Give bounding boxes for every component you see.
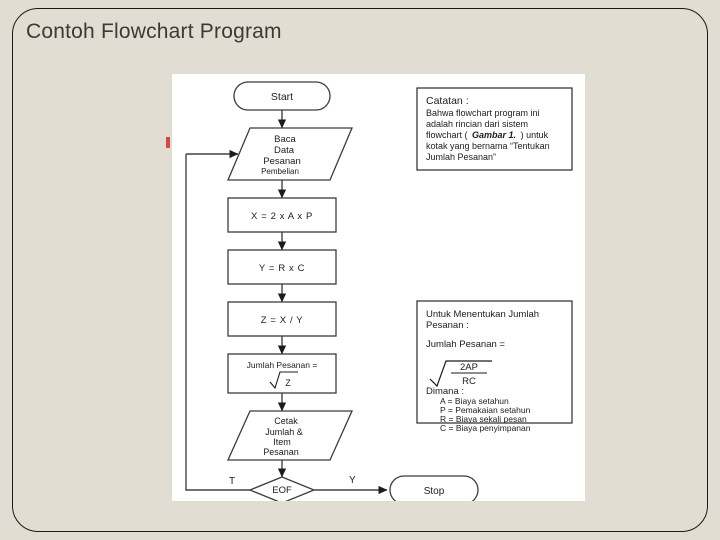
- node-stop-label: Stop: [424, 486, 445, 497]
- formula-definition-1: P = Pemakaian setahun: [440, 405, 531, 415]
- node-baca-data: Baca Data Pesanan Pembelian: [227, 127, 353, 181]
- node-baca-line1: Baca: [274, 134, 296, 145]
- formula-definition-0: A = Biaya setahun: [440, 396, 509, 406]
- note-box-line-2: adalah rincian dari sistem: [426, 119, 528, 129]
- note-box-line-5: Jumlah Pesanan”: [426, 152, 496, 162]
- note-box-line-1: Bahwa flowchart program ini: [426, 108, 540, 118]
- formula-box-formula-label: Jumlah Pesanan =: [426, 339, 505, 350]
- node-start-label: Start: [271, 91, 293, 103]
- flowchart-image: Start Baca Data Pesanan Pembelian X = 2 …: [172, 74, 585, 501]
- node-cetak-line4: Pesanan: [263, 447, 299, 457]
- node-calc-y: Y = R x C: [227, 249, 337, 285]
- formula-box-heading-line2: Pesanan :: [426, 320, 469, 331]
- sqrt-radical-large-icon: [429, 360, 492, 388]
- note-box-line3-italic: Gambar 1.: [472, 130, 516, 140]
- formula-numerator: 2AP: [460, 362, 478, 373]
- node-jumlah-label: Jumlah Pesanan =: [247, 360, 318, 370]
- node-start: Start: [233, 81, 331, 111]
- branch-label-true: Y: [349, 475, 356, 486]
- sqrt-radical-icon: [269, 371, 298, 390]
- red-marker-icon: [166, 137, 170, 148]
- node-cetak: Cetak Jumlah & Item Pesanan: [226, 410, 354, 461]
- branch-label-false: T: [229, 476, 235, 487]
- node-baca-line4: Pembelian: [261, 167, 299, 176]
- formula-definition-3: C = Biaya penyimpanan: [440, 423, 531, 433]
- node-stop: Stop: [389, 475, 479, 501]
- node-baca-line3: Pesanan: [263, 156, 301, 167]
- node-eof-decision: EOF: [248, 476, 316, 501]
- note-box-line3-pre: flowchart (: [426, 130, 468, 140]
- note-box: Catatan : Bahwa flowchart program ini ad…: [416, 87, 573, 171]
- formula-box: Untuk Menentukan Jumlah Pesanan : Jumlah…: [416, 300, 573, 433]
- note-box-line3-post: ) untuk: [521, 130, 549, 140]
- note-box-line-4: kotak yang bernama “Tentukan: [426, 141, 550, 151]
- formula-definition-2: R = Biaya sekali pesan: [440, 414, 527, 424]
- node-calc-x: X = 2 x A x P: [227, 197, 337, 233]
- note-box-heading: Catatan :: [426, 95, 469, 107]
- note-box-line-3: flowchart ( Gambar 1. ) untuk: [426, 130, 549, 140]
- loopback-connector: [185, 149, 250, 491]
- node-cetak-line1: Cetak: [274, 416, 298, 426]
- node-jumlah-radicand: Z: [285, 378, 291, 388]
- node-cetak-line2: Jumlah &: [265, 427, 303, 437]
- formula-box-heading-line1: Untuk Menentukan Jumlah: [426, 309, 539, 320]
- flowchart-svg: Start Baca Data Pesanan Pembelian X = 2 …: [185, 81, 573, 501]
- page-title: Contoh Flowchart Program: [26, 20, 282, 43]
- formula-box-where-label: Dimana :: [426, 386, 464, 397]
- node-calc-z: Z = X / Y: [227, 301, 337, 337]
- flow-connectors: [277, 110, 388, 495]
- node-calc-z-label: Z = X / Y: [261, 315, 304, 326]
- node-calc-y-label: Y = R x C: [259, 263, 305, 274]
- node-cetak-line3: Item: [273, 437, 291, 447]
- formula-denominator: RC: [462, 376, 476, 387]
- node-baca-line2: Data: [274, 145, 295, 156]
- node-calc-x-label: X = 2 x A x P: [251, 211, 313, 222]
- node-jumlah-pesanan: Jumlah Pesanan = Z: [227, 353, 337, 394]
- node-eof-label: EOF: [272, 485, 292, 496]
